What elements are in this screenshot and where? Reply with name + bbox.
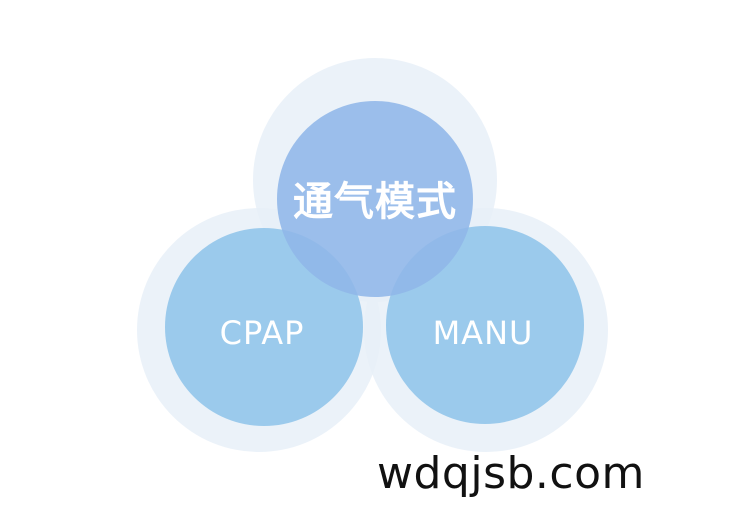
cpap-circle	[165, 228, 363, 426]
manu-label: MANU	[433, 314, 534, 352]
watermark-text: wdqjsb.com	[377, 448, 645, 499]
ventilation-mode-circle	[277, 101, 473, 297]
cpap-label: CPAP	[220, 314, 305, 352]
ventilation-mode-label: 通气模式	[293, 179, 457, 225]
